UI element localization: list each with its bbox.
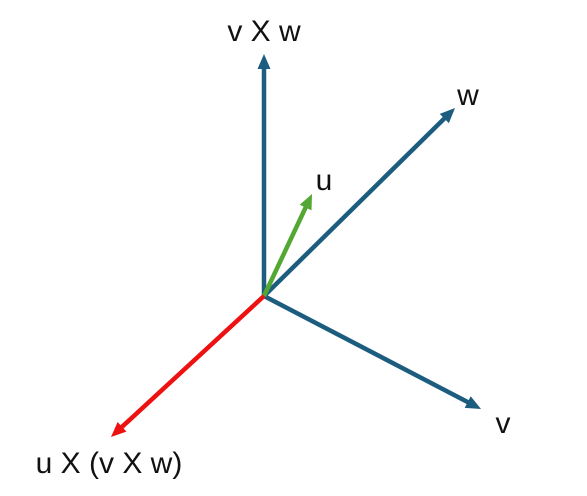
arrow-v-cross-w bbox=[257, 54, 271, 296]
arrow-v-shaft bbox=[262, 294, 471, 405]
arrow-u bbox=[261, 194, 312, 297]
label-u: u bbox=[315, 164, 333, 197]
arrow-v-cross-w-head bbox=[257, 54, 271, 69]
arrow-u-cross-v-cross-w bbox=[111, 294, 266, 437]
label-u-cross-v-cross-w: u X (v X w) bbox=[35, 447, 183, 480]
vector-arrows bbox=[111, 54, 481, 437]
arrow-w-head bbox=[439, 108, 455, 124]
label-v: v bbox=[495, 407, 511, 440]
arrow-v bbox=[262, 294, 481, 409]
arrow-u-head bbox=[299, 194, 312, 211]
arrow-w bbox=[262, 108, 455, 298]
arrow-u-shaft bbox=[261, 204, 309, 297]
arrow-w-shaft bbox=[262, 115, 448, 298]
arrow-u-cross-v-cross-w-shaft bbox=[119, 294, 266, 430]
label-v-cross-w: v X w bbox=[227, 15, 301, 48]
label-w: w bbox=[457, 79, 479, 112]
arrow-v-head bbox=[464, 396, 481, 409]
arrow-u-cross-v-cross-w-head bbox=[111, 422, 127, 437]
